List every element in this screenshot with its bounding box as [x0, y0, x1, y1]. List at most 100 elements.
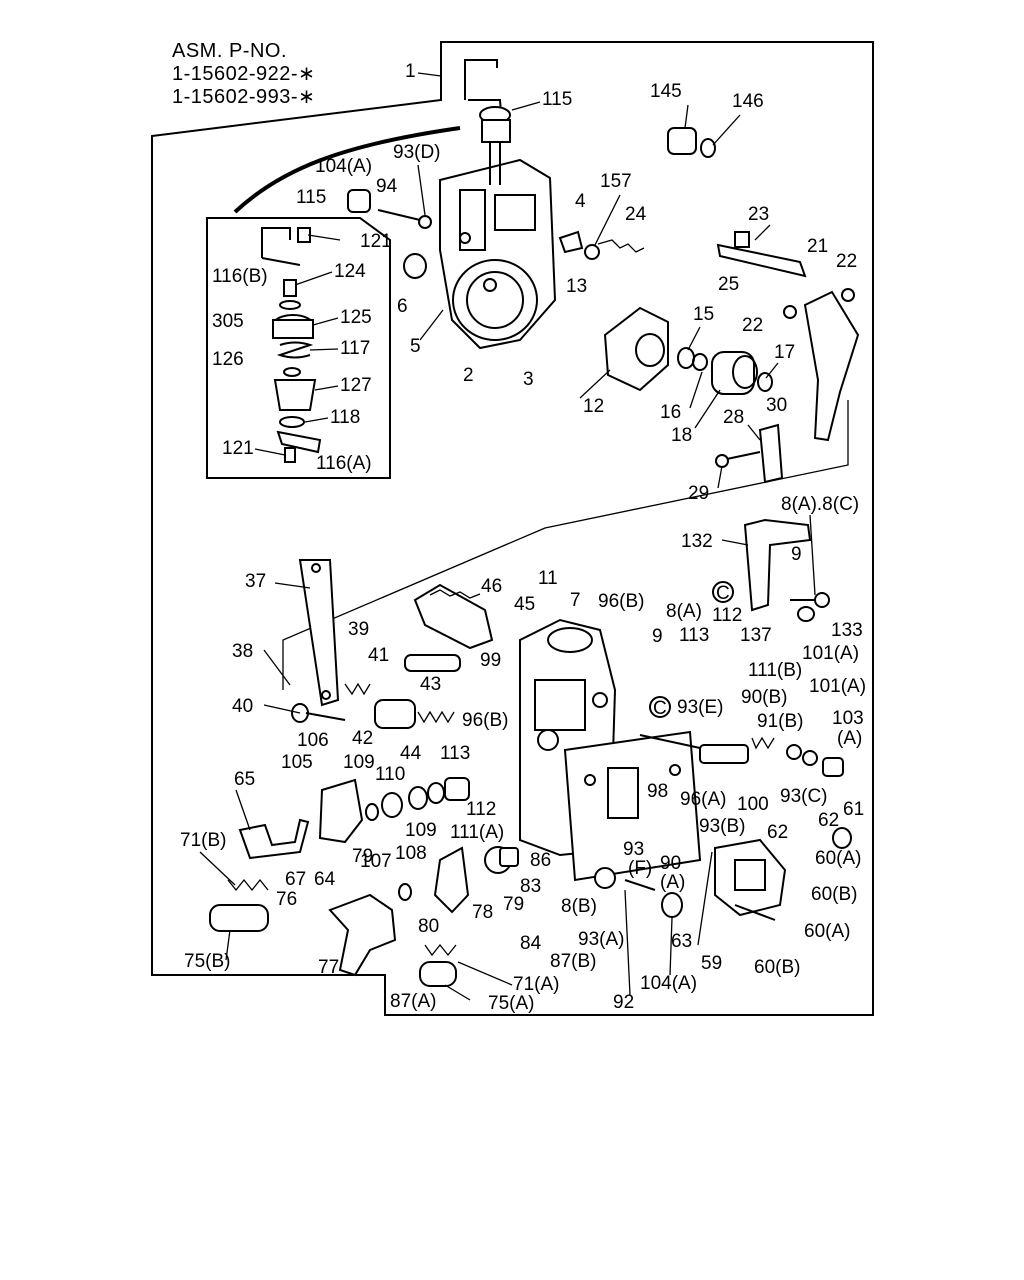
label-60a-bot: 60(A)	[804, 921, 850, 942]
label-117: 117	[340, 338, 370, 359]
label-41: 41	[368, 645, 389, 666]
label-c-1: C	[716, 583, 730, 604]
marker-c-circle-2	[649, 696, 671, 718]
cap-145	[667, 127, 716, 158]
label-29: 29	[688, 483, 709, 504]
label-60b-top: 60(B)	[811, 884, 857, 905]
assembly-header: ASM. P-NO. 1-15602-922-∗ 1-15602-993-∗	[172, 40, 315, 108]
marker-c-circle-1	[712, 581, 734, 603]
label-104a-top: 104(A)	[315, 156, 372, 177]
label-60a-top: 60(A)	[815, 848, 861, 869]
label-133: 133	[831, 620, 863, 641]
label-90a-a: (A)	[660, 872, 685, 893]
label-12: 12	[583, 396, 604, 417]
lever-37	[298, 559, 340, 707]
label-15: 15	[693, 304, 714, 325]
bracket-132	[743, 518, 830, 622]
label-126: 126	[212, 349, 244, 370]
label-113-mid: 113	[440, 743, 470, 764]
spring-set-71-75	[209, 878, 457, 987]
label-60b-bot: 60(B)	[754, 957, 800, 978]
label-118: 118	[330, 407, 360, 428]
label-110: 110	[375, 764, 405, 785]
label-96b-top: 96(B)	[598, 591, 644, 612]
part-labels: 1 115 145 146 104(A) 93(D) 94 157 4 24 2…	[180, 61, 866, 1014]
label-124: 124	[334, 261, 366, 282]
label-132: 132	[681, 531, 713, 552]
bushing-6	[403, 253, 427, 279]
bolt-92	[594, 867, 683, 918]
label-115: 115	[542, 89, 572, 110]
label-6: 6	[397, 296, 408, 317]
upper-group-outline	[282, 400, 849, 690]
label-99: 99	[480, 650, 501, 671]
label-11: 11	[538, 568, 558, 589]
governor-housing	[439, 158, 557, 350]
label-125: 125	[340, 307, 372, 328]
header-line-2: 1-15602-922-∗	[172, 63, 315, 85]
label-106: 106	[297, 730, 329, 751]
inset-parts	[261, 227, 322, 463]
plate-65	[238, 818, 310, 860]
label-c-2: C	[653, 698, 667, 719]
label-23: 23	[748, 204, 769, 225]
label-127: 127	[340, 375, 372, 396]
label-93a: 93(A)	[578, 929, 624, 950]
label-101a-top: 101(A)	[802, 643, 859, 664]
label-62-right: 62	[818, 810, 839, 831]
label-87b: 87(B)	[550, 951, 596, 972]
label-65: 65	[234, 769, 255, 790]
label-46: 46	[481, 576, 502, 597]
label-94: 94	[376, 176, 398, 197]
label-93f-f: (F)	[628, 858, 652, 879]
lever-64-77	[328, 893, 397, 977]
label-107: 107	[360, 851, 392, 872]
label-83: 83	[520, 876, 541, 897]
lever-23	[716, 231, 807, 278]
bracket-105	[318, 777, 470, 844]
header-line-3: 1-15602-993-∗	[172, 86, 315, 108]
label-103: 103	[832, 708, 864, 729]
callout-curve	[233, 126, 461, 214]
leader-1	[417, 72, 442, 77]
label-13: 13	[566, 276, 587, 297]
label-90b: 90(B)	[741, 687, 787, 708]
assembly-frame	[151, 41, 874, 1016]
label-61: 61	[843, 799, 864, 820]
label-112-top: 112	[712, 605, 742, 626]
label-112-mid: 112	[466, 799, 496, 820]
label-4: 4	[575, 191, 586, 212]
inset-box	[206, 217, 391, 479]
label-137: 137	[740, 625, 772, 646]
label-121-bottom: 121	[222, 438, 254, 459]
label-64: 64	[314, 869, 336, 890]
label-305: 305	[212, 311, 244, 332]
label-146: 146	[732, 91, 764, 112]
label-63: 63	[671, 931, 692, 952]
label-145: 145	[650, 81, 682, 102]
label-2: 2	[463, 365, 474, 386]
label-93c: 93(C)	[780, 786, 828, 807]
label-9-top: 9	[791, 544, 802, 565]
label-18: 18	[671, 425, 692, 446]
bracket-4	[558, 230, 645, 260]
label-22-top: 22	[836, 251, 857, 272]
plate-28	[715, 423, 784, 484]
label-16: 16	[660, 402, 681, 423]
label-78: 78	[472, 902, 493, 923]
label-22-mid: 22	[742, 315, 763, 336]
label-76: 76	[276, 889, 297, 910]
label-8a: 8(A)	[666, 601, 702, 622]
lever-45	[404, 583, 494, 672]
label-24: 24	[625, 204, 647, 225]
label-98: 98	[647, 781, 668, 802]
label-59: 59	[701, 953, 722, 974]
label-90a: 90	[660, 853, 681, 874]
label-115-inset: 115	[296, 187, 326, 208]
spring-set-41-44	[291, 682, 455, 729]
label-87a: 87(A)	[390, 991, 436, 1012]
label-103a: (A)	[837, 728, 862, 749]
label-93b: 93(B)	[699, 816, 745, 837]
label-91b: 91(B)	[757, 711, 803, 732]
label-38: 38	[232, 641, 253, 662]
